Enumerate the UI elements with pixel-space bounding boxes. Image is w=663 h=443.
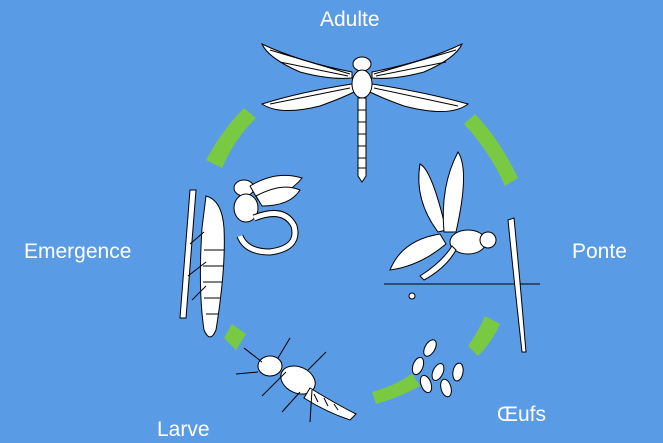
- arrow-emergence-to-adulte: [206, 108, 256, 168]
- stage-label-emergence: Emergence: [24, 240, 131, 264]
- arrow-adulte-to-ponte: [464, 114, 518, 186]
- arrow-oeufs-to-larve: [372, 374, 420, 404]
- eggs-icon: [410, 338, 464, 398]
- larva-icon: [236, 338, 356, 422]
- dragonfly-adult-icon: [262, 44, 468, 182]
- stage-label-oeufs: Œufs: [497, 403, 546, 427]
- dragonfly-laying-eggs-icon: [384, 152, 540, 352]
- arrow-larve-to-emergence: [224, 324, 246, 350]
- stage-label-adulte: Adulte: [320, 8, 380, 32]
- stage-label-ponte: Ponte: [572, 240, 627, 264]
- stage-label-larve: Larve: [157, 418, 210, 442]
- arrow-ponte-to-oeufs: [468, 316, 500, 356]
- emergence-icon: [180, 175, 302, 337]
